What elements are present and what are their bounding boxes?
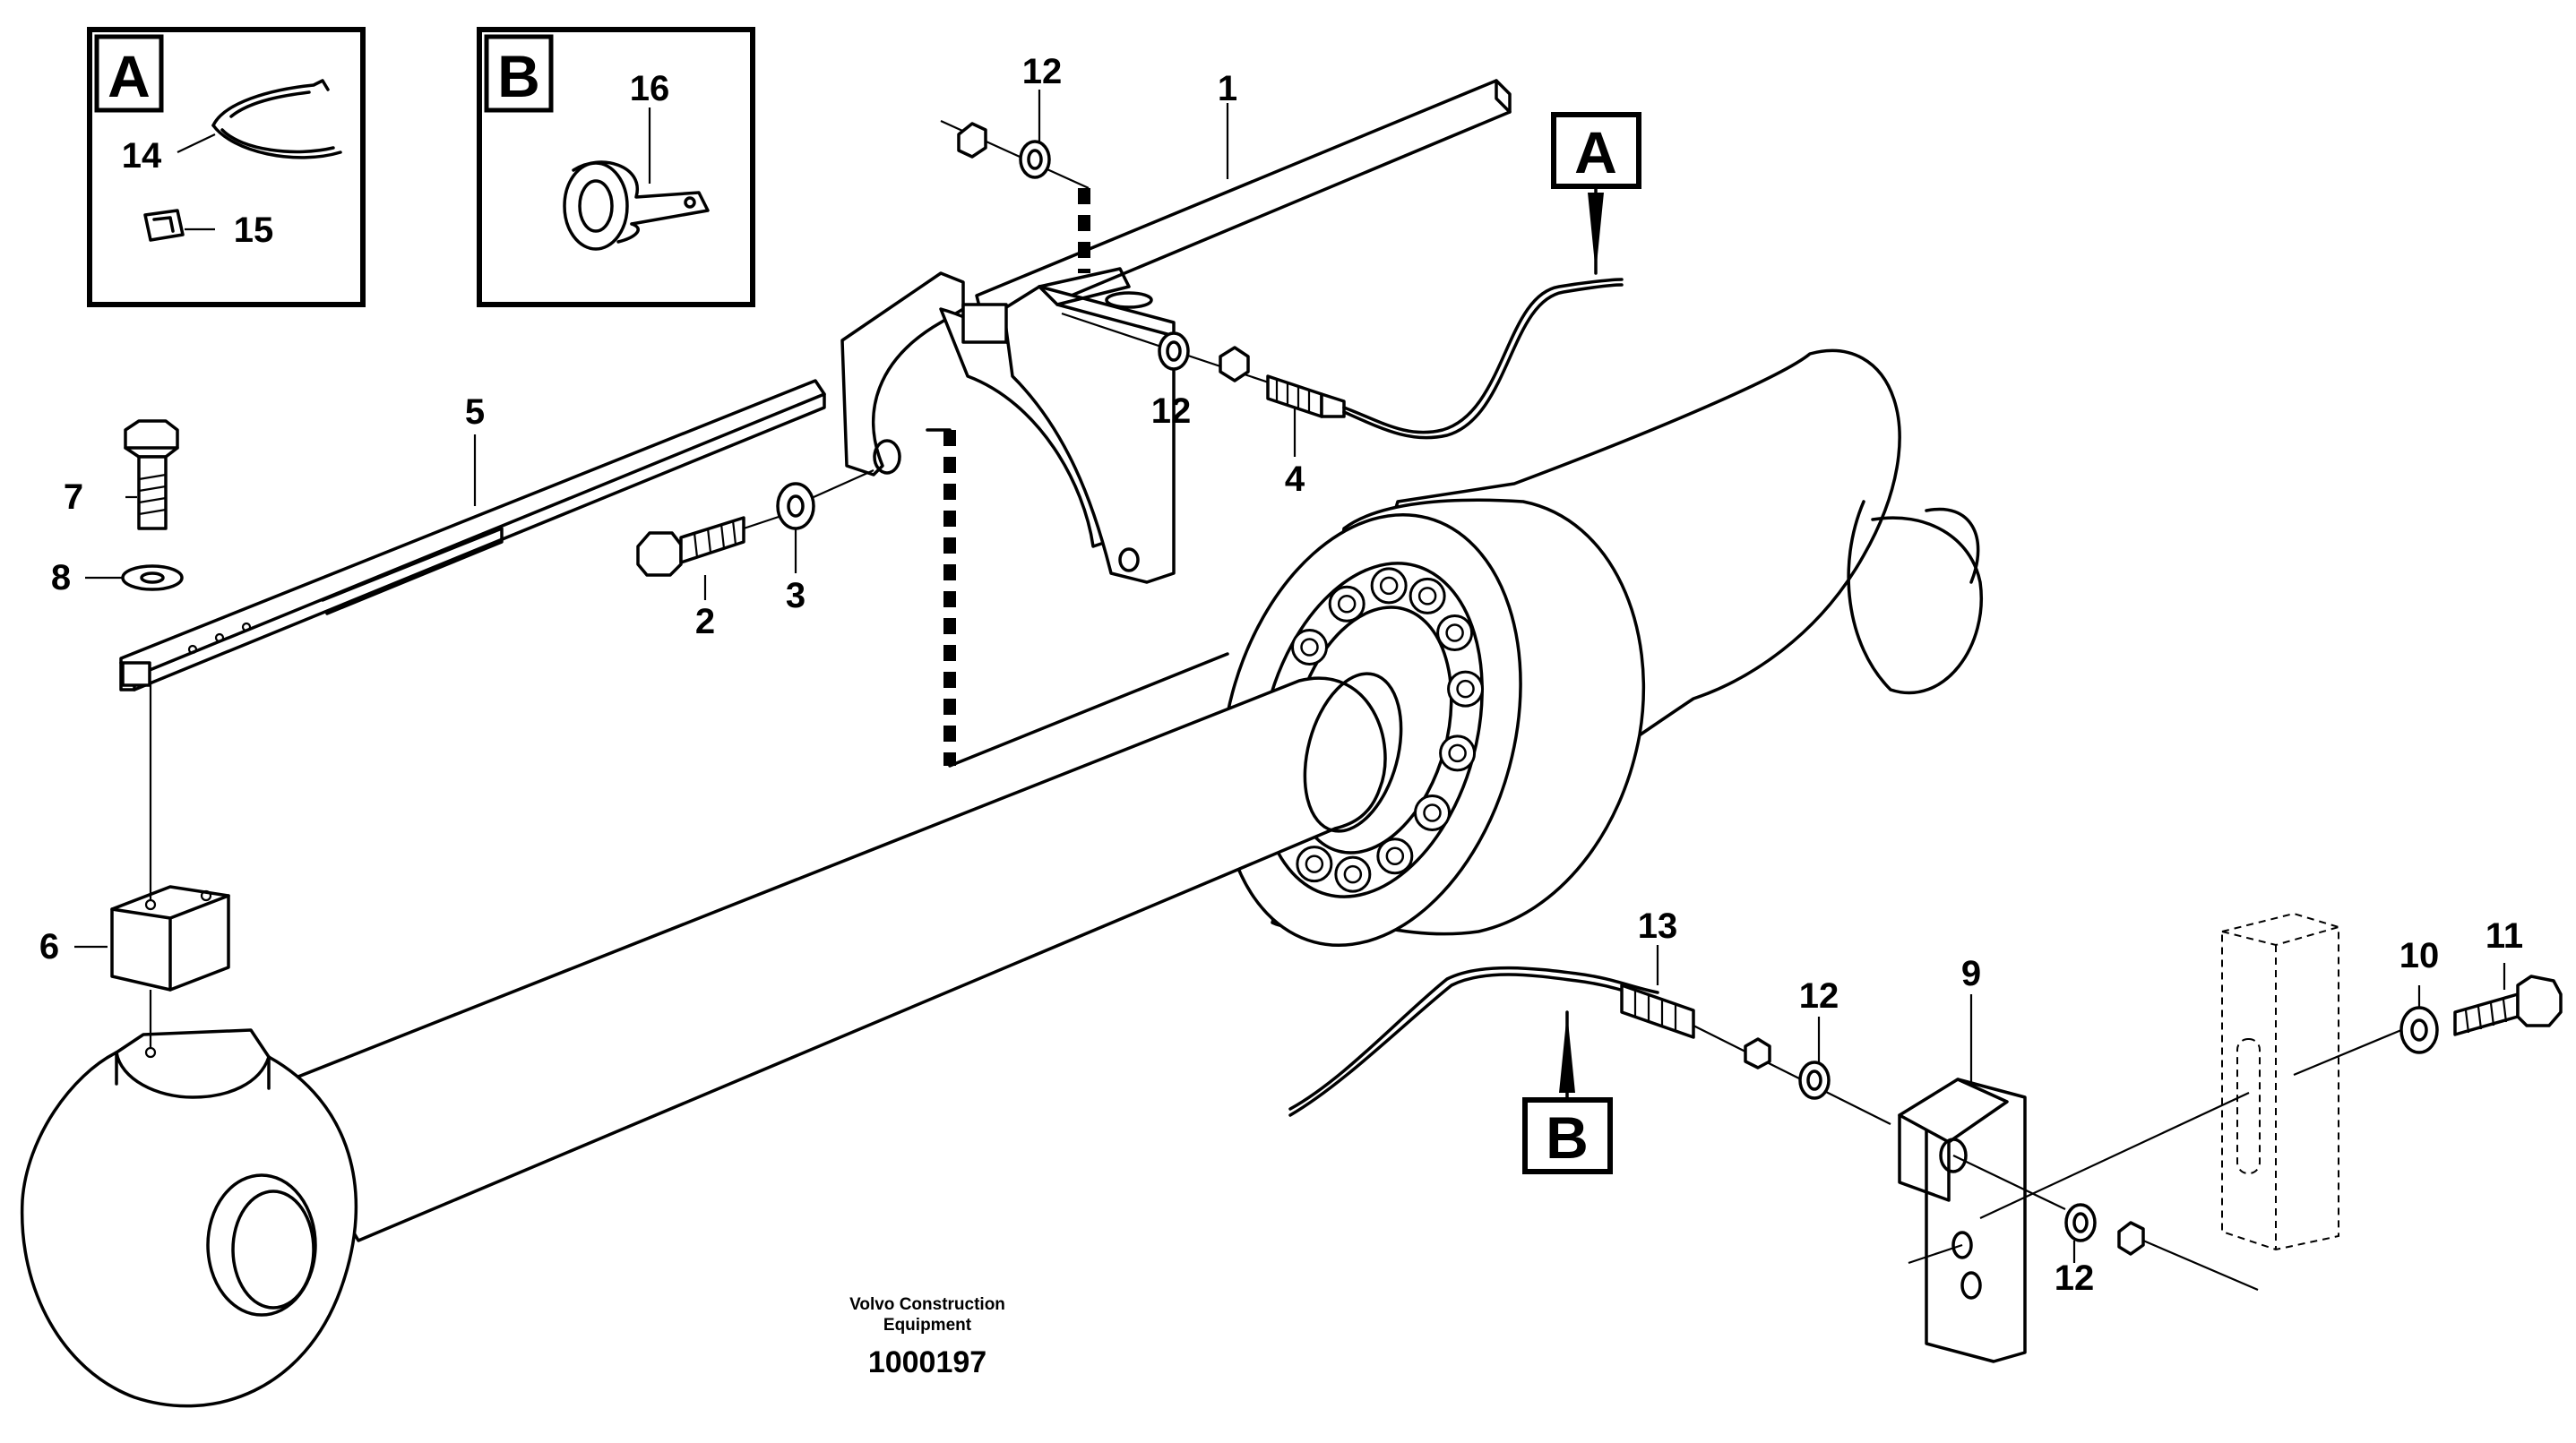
mounting-bracket [840,267,1176,584]
head-bolt-socket [1379,576,1399,596]
dashed-guide [926,188,1229,768]
head-bolt [1296,846,1333,883]
callout-8: 8 [51,558,71,597]
connector-flag-a: A [1551,112,1641,275]
head-bolt [1334,855,1372,893]
head-bolt [1370,567,1408,605]
head-bolt [1447,670,1485,708]
callout-13: 13 [1638,906,1678,946]
piston-rod [267,672,1403,1242]
callout-14: 14 [122,136,162,176]
bracket-hardware [1061,278,1624,440]
head-bolt [1436,614,1474,652]
svg-text:A: A [1574,119,1617,185]
inset-b-letter: B [497,43,540,109]
callout-5: 5 [465,392,485,432]
inset-box-b: B 16 [477,27,755,307]
sensor-rod [119,379,826,691]
connector-flag-b: B [1522,1010,1613,1174]
head-bolt [1291,629,1329,666]
head-bolt [1439,734,1477,772]
publisher-line-1: Volvo Construction [849,1295,1005,1314]
top-nut [940,119,1090,190]
head-bolt [1413,794,1451,831]
callout-10: 10 [2399,936,2440,975]
callout-4: 4 [1285,460,1305,499]
footer-caption: Volvo Construction Equipment 1000197 [849,1295,1005,1379]
sensor-block [110,885,230,992]
callout-6: 6 [39,927,59,966]
callout-3: 3 [786,576,806,615]
callout-2: 2 [695,602,715,641]
document-number: 1000197 [868,1345,986,1379]
callout-numbers: 1 12 12 4 5 7 8 2 3 6 13 12 9 12 10 11 [39,52,2523,1298]
head-bolt [1376,837,1414,875]
clip-drawing [143,209,185,242]
lower-hardware [1288,912,2563,1363]
leader-lines [74,90,2506,1263]
head-bolt-socket [1448,743,1467,763]
callout-15: 15 [234,210,274,250]
bolt-7 [124,419,179,530]
washer-8 [121,564,184,591]
head-bolt [1328,585,1366,623]
callout-16: 16 [630,69,670,108]
callout-12-bracket: 12 [1151,391,1192,431]
head-bolt-socket [1343,864,1363,884]
callout-12-lower: 12 [1799,976,1839,1016]
callout-12-bottom: 12 [2055,1258,2095,1298]
callout-12-top: 12 [1022,52,1063,91]
bolt-2 [636,513,785,577]
rod-eye [20,1028,358,1408]
cable-tie-drawing [211,79,342,159]
head-bolt-socket [1337,595,1357,614]
head-bolt-socket [1423,803,1442,822]
svg-text:B: B [1546,1104,1589,1171]
head-bolt [1409,577,1446,614]
callout-1: 1 [1218,69,1237,108]
head-bolt-socket [1456,679,1475,699]
callout-7: 7 [64,477,83,517]
callout-9: 9 [1961,954,1981,993]
head-bolt-socket [1417,587,1437,606]
callout-11: 11 [2486,916,2523,956]
washer-3 [776,468,874,530]
head-bolt-socket [1445,623,1464,642]
publisher-line-2: Equipment [883,1316,972,1335]
head-bolt-socket [1300,638,1319,657]
inset-a-letter: A [108,43,151,109]
head-bolt-socket [1305,855,1324,873]
head-bolt-socket [1385,846,1405,865]
inset-box-a: A 14 15 [87,27,366,307]
hose-clamp-drawing [563,160,710,251]
